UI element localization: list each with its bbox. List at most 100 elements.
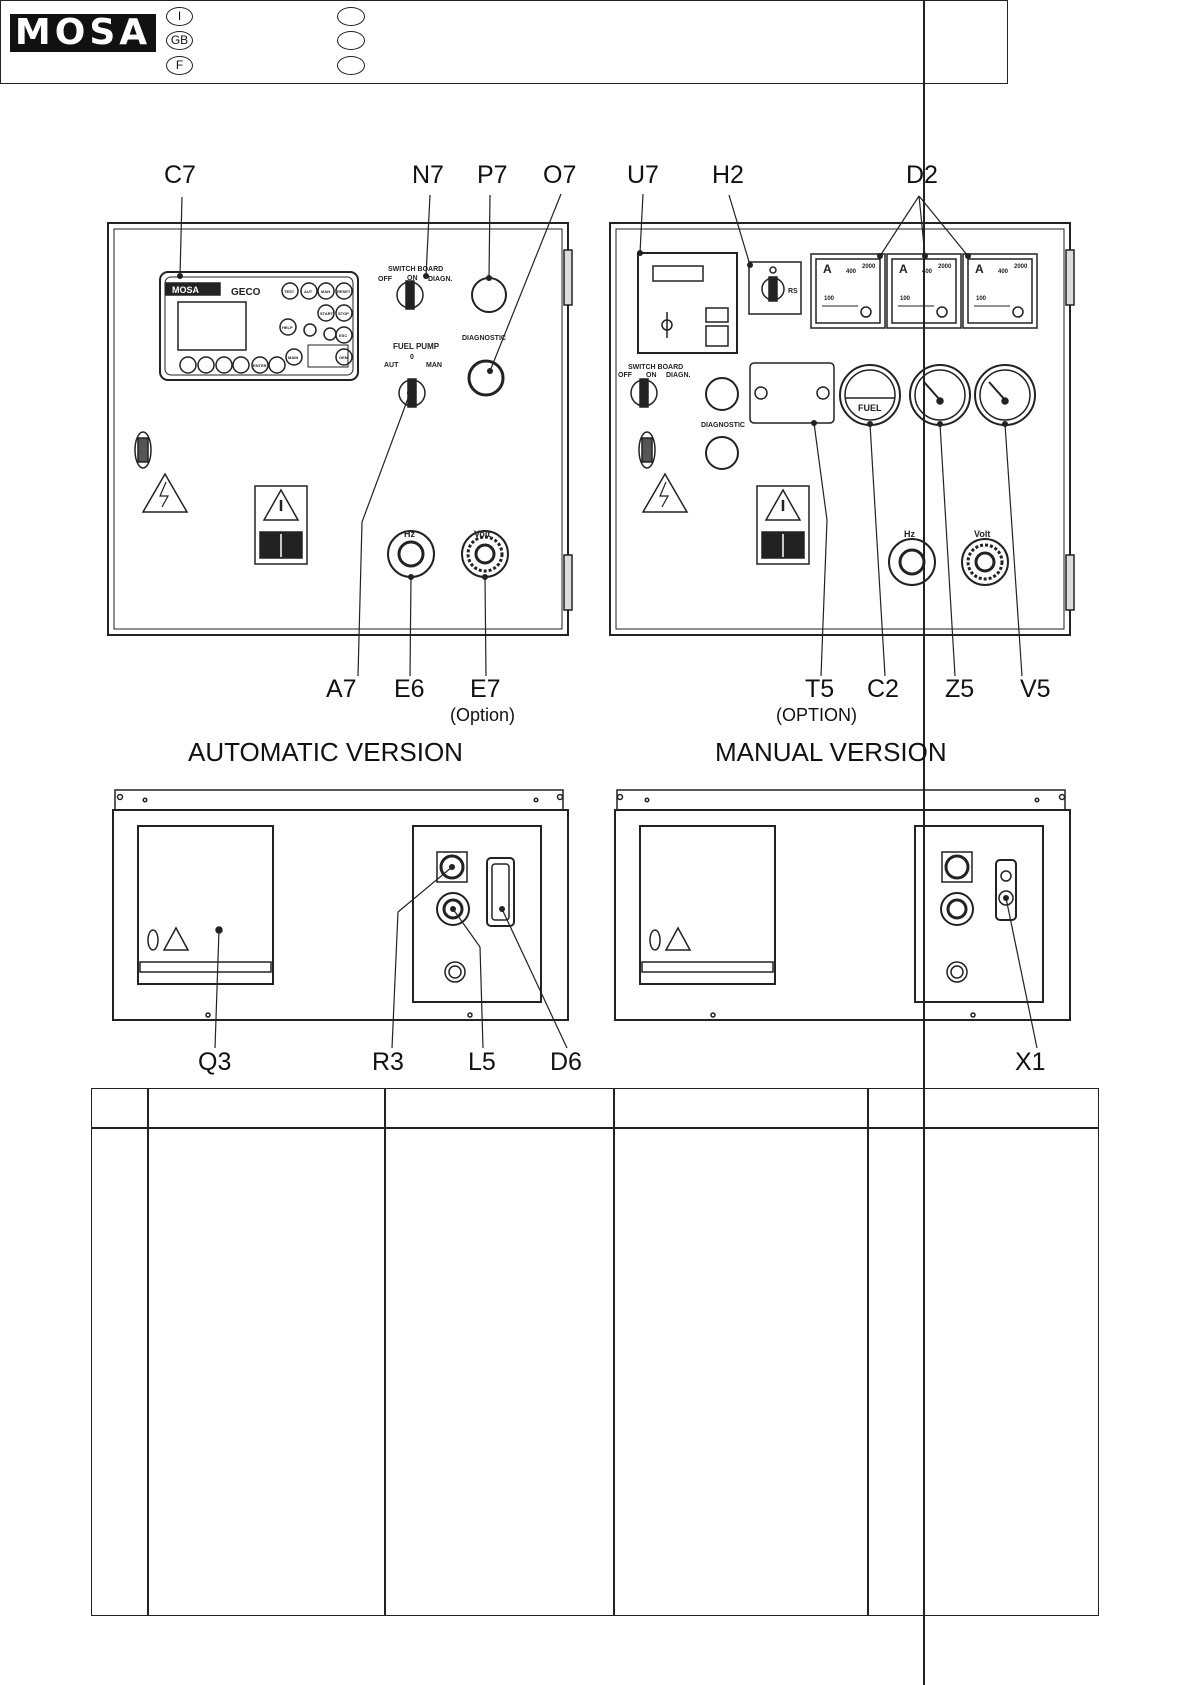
btn-stop-text: STOP: [338, 311, 349, 316]
volt-text: Volt: [474, 529, 490, 539]
geco-text: GECO: [231, 287, 261, 298]
callout-c7: C7: [164, 161, 196, 189]
ammeter-1-unit: A: [823, 262, 832, 276]
rear-panel-manual: [614, 789, 1071, 1021]
switch-board-text: SWITCH BOARD: [388, 266, 443, 273]
switch-on-text: ON: [407, 275, 418, 282]
ammeter-1-100: 100: [824, 296, 835, 302]
header-separator: [923, 0, 925, 1685]
fuel-gauge-c2: [839, 364, 901, 426]
callout-q3: Q3: [198, 1048, 232, 1076]
ammeter-3-400: 400: [998, 269, 1009, 275]
lamp-manual: [705, 377, 739, 411]
table-header-line: [92, 1127, 1098, 1129]
header-box: MOSA I GB F: [0, 0, 1008, 1685]
title-manual-version: MANUAL VERSION: [715, 737, 947, 767]
table-column-divider: [147, 1089, 149, 1615]
table-column-divider: [613, 1089, 615, 1615]
diagnostic-text: DIAGNOSTIC: [462, 335, 506, 342]
btn-test-text: TEST: [284, 289, 295, 294]
temperature-gauge-z5: [909, 364, 971, 426]
lamp-p7: [471, 277, 507, 313]
callout-v5: V5: [1020, 675, 1051, 703]
ammeter-3: [962, 253, 1038, 329]
switch-diagn-text-manual: DIAGN.: [666, 372, 691, 379]
rotary-switch-h2: [748, 261, 802, 315]
switch-off-text-manual: OFF: [618, 372, 633, 379]
hz-text: Hz: [404, 529, 415, 539]
volt-knob-manual: [961, 538, 1009, 586]
table-column-divider: [867, 1089, 869, 1615]
ammeter-1: [810, 253, 886, 329]
ammeter-2-400: 400: [922, 269, 933, 275]
callout-e6: E6: [394, 675, 425, 703]
callout-d2: D2: [906, 161, 938, 189]
door-lock-handle: [134, 431, 152, 469]
ammeter-3-2000: 2000: [1014, 264, 1028, 270]
ammeter-2-2000: 2000: [938, 264, 952, 270]
fuel-pump-zero-text: 0: [410, 354, 414, 361]
door-lock-handle: [638, 431, 656, 469]
btn-man-text: MAN: [321, 289, 330, 294]
lang-badge-i: I: [166, 7, 193, 26]
switch-board-text-manual: SWITCH BOARD: [628, 364, 683, 371]
ammeter-1-2000: 2000: [862, 264, 876, 270]
table-column-divider: [384, 1089, 386, 1615]
read-manual-warning-icon: [254, 485, 308, 565]
mosa-logo: MOSA: [10, 14, 156, 52]
leader-lines: [179, 193, 1038, 1049]
lang-field-i: [337, 7, 365, 26]
legend-table: [91, 1088, 1099, 1616]
diagnostic-button-manual: [705, 436, 739, 470]
fuel-text: FUEL: [858, 403, 882, 413]
btn-help-text: HELP: [282, 325, 293, 330]
callout-l5: L5: [468, 1048, 496, 1076]
callout-z5: Z5: [945, 675, 975, 703]
manual-panel: [609, 222, 1075, 636]
switch-diagn-text: DIAGN.: [428, 276, 453, 283]
ammeter-1-400: 400: [846, 269, 857, 275]
btn-main-text: MAIN: [288, 355, 298, 360]
btn-start-text: START: [320, 311, 334, 316]
callout-p7: P7: [477, 161, 508, 189]
btn-aut-text: AUT: [304, 289, 313, 294]
title-automatic-version: AUTOMATIC VERSION: [188, 737, 463, 767]
callout-e7-note: (Option): [450, 705, 516, 725]
btn-gen-text: GEN: [339, 355, 348, 360]
rs-text: RS: [788, 288, 798, 295]
optional-plate-t5: [749, 362, 835, 424]
btn-esc-text: ESC: [339, 333, 347, 338]
electric-warning-icon: [141, 472, 189, 513]
switch-on-text-manual: ON: [646, 372, 657, 379]
callout-x1: X1: [1015, 1048, 1046, 1076]
callout-r3: R3: [372, 1048, 404, 1076]
lang-badge-f: F: [166, 56, 193, 75]
volt-text-manual: Volt: [974, 529, 990, 539]
ammeter-2-100: 100: [900, 296, 911, 302]
rear-panel-automatic: [112, 789, 569, 1021]
connector-d6: [486, 857, 515, 927]
fuel-pump-man-text: MAN: [426, 362, 442, 369]
switch-off-text: OFF: [378, 276, 393, 283]
callout-e7: E7: [470, 675, 501, 703]
btn-enter-text: ENTER: [253, 363, 267, 368]
btn-reset-text: RESET: [337, 289, 351, 294]
ammeter-3-unit: A: [975, 262, 984, 276]
hour-meter-u7: [637, 252, 738, 354]
fuel-pump-text: FUEL PUMP: [393, 342, 440, 351]
brand-text: MOSA: [14, 12, 152, 53]
fuel-pump-aut-text: AUT: [384, 362, 399, 369]
lang-field-gb: [337, 31, 365, 50]
socket-l5: [436, 892, 470, 926]
callout-a7: A7: [326, 675, 357, 703]
lang-field-f: [337, 56, 365, 75]
connector-x1: [995, 859, 1017, 921]
geco-mosa-text: MOSA: [172, 285, 200, 295]
callout-d6: D6: [550, 1048, 582, 1076]
callout-t5-note: (OPTION): [776, 705, 857, 725]
callout-c2: C2: [867, 675, 899, 703]
lang-badge-gb: GB: [166, 31, 193, 50]
diagnostic-button-o7: [467, 359, 505, 397]
ammeter-3-100: 100: [976, 296, 987, 302]
